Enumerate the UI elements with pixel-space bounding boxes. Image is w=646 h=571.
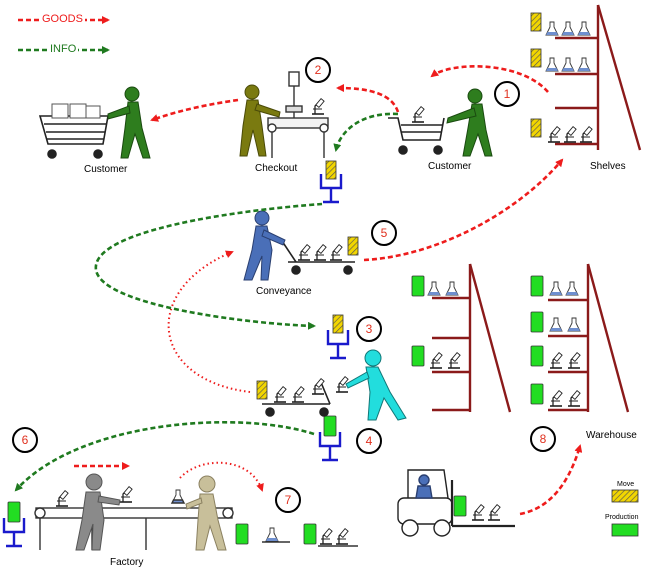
step-marker-1: 1: [494, 81, 520, 107]
card-legend: [611, 489, 639, 537]
conveyance-cart: [279, 236, 359, 275]
goods-arrows: [74, 65, 583, 516]
legend-goods-label: GOODS: [40, 13, 85, 25]
goods-arrow-lower-to-upper-conveyance: [167, 250, 251, 393]
customer-right-person: [446, 88, 493, 157]
shelves-goods: [530, 12, 593, 143]
info-arrow-checkout-post-to-conveyance: [94, 202, 323, 330]
customer-right-cart: [388, 105, 445, 155]
kanban-post-factory: [2, 501, 26, 548]
shelves-rack: [555, 4, 642, 151]
label-checkout: Checkout: [255, 163, 298, 174]
label-shelves: Shelves: [590, 161, 626, 172]
legend-info-label: INFO: [48, 43, 79, 55]
factory-worker-tan: [185, 475, 227, 551]
step-marker-7: 7: [275, 487, 301, 513]
info-arrow-post4-to-factory: [14, 420, 315, 492]
forklift: [397, 469, 515, 537]
step-marker-5: 5: [371, 220, 397, 246]
factory-output: [235, 523, 358, 547]
card-legend-production-label: Production: [605, 514, 639, 521]
step-marker-6: 6: [12, 427, 38, 453]
label-factory: Factory: [110, 557, 144, 568]
warehouse-rack-left: [432, 263, 512, 413]
info-arrow-customer-to-checkout-post: [333, 112, 399, 152]
checkout-person: [239, 84, 281, 157]
kanban-post-3: [326, 314, 350, 360]
step-marker-4: 4: [356, 428, 382, 454]
goods-arrow-conveyance-to-shelves: [363, 158, 564, 262]
goods-arrow-factory-to-output: [179, 461, 264, 492]
kanban-post-4: [318, 415, 342, 462]
label-warehouse: Warehouse: [586, 430, 637, 441]
customer-left-cart: [38, 103, 109, 159]
checkout-counter: [267, 71, 329, 158]
conveyance-person-lower: [345, 349, 407, 421]
step-marker-3: 3: [356, 316, 382, 342]
goods-arrow-checkout-to-customer: [150, 98, 239, 122]
warehouse-goods: [411, 275, 581, 407]
conveyance-person: [243, 210, 286, 281]
label-customer-left: Customer: [84, 164, 128, 175]
conveyance-cart-lower: [256, 375, 349, 417]
step-marker-2: 2: [305, 57, 331, 83]
info-arrows: [14, 112, 399, 492]
goods-dotted-arrows: [167, 250, 264, 492]
label-conveyance: Conveyance: [256, 286, 312, 297]
customer-left-person: [107, 86, 151, 159]
kanban-post-checkout: [319, 160, 343, 204]
step-marker-8: 8: [530, 426, 556, 452]
goods-arrow-customer-to-checkout: [336, 84, 400, 113]
goods-arrow-forklift-to-warehouse: [519, 444, 583, 516]
goods-arrow-shelves-to-customer: [430, 65, 549, 93]
label-customer-right: Customer: [428, 161, 472, 172]
warehouse-rack-right: [548, 263, 630, 413]
factory-worker-gray: [75, 473, 121, 551]
card-legend-move-label: Move: [617, 481, 635, 488]
